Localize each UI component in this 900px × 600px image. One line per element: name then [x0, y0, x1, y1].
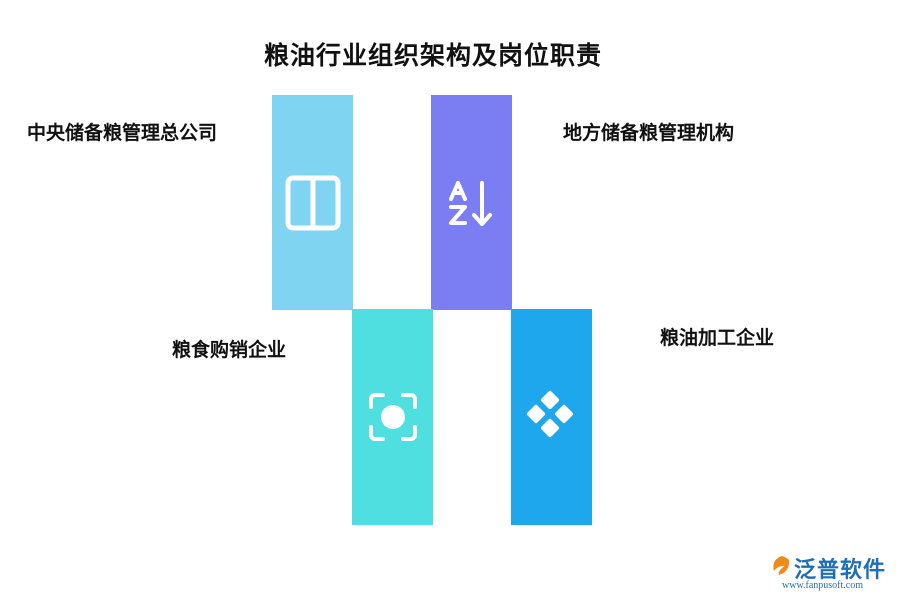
node-block-local-reserve — [431, 95, 512, 310]
diagram-title: 粮油行业组织架构及岗位职责 — [263, 41, 602, 70]
node-block-grain-trading — [352, 309, 433, 525]
node-label-central-reserve: 中央储备粮管理总公司 — [27, 122, 218, 144]
node-block-central-reserve — [272, 95, 353, 310]
node-label-grain-trading: 粮食购销企业 — [172, 339, 287, 361]
node-block-oil-processing — [511, 309, 592, 525]
sort-az-icon — [448, 180, 492, 226]
brand-logo: 泛普软件 www.fanpusoft.com — [770, 552, 895, 598]
node-label-local-reserve: 地方储备粮管理机构 — [563, 122, 735, 144]
brand-url: www.fanpusoft.com — [782, 580, 864, 591]
fanpu-logo-icon — [773, 556, 790, 576]
node-label-oil-processing: 粮油加工企业 — [660, 327, 775, 349]
scan-focus-icon — [368, 393, 417, 441]
diamond-grid-icon — [526, 390, 573, 438]
columns-icon — [285, 175, 340, 230]
brand-name: 泛普软件 — [794, 558, 887, 583]
